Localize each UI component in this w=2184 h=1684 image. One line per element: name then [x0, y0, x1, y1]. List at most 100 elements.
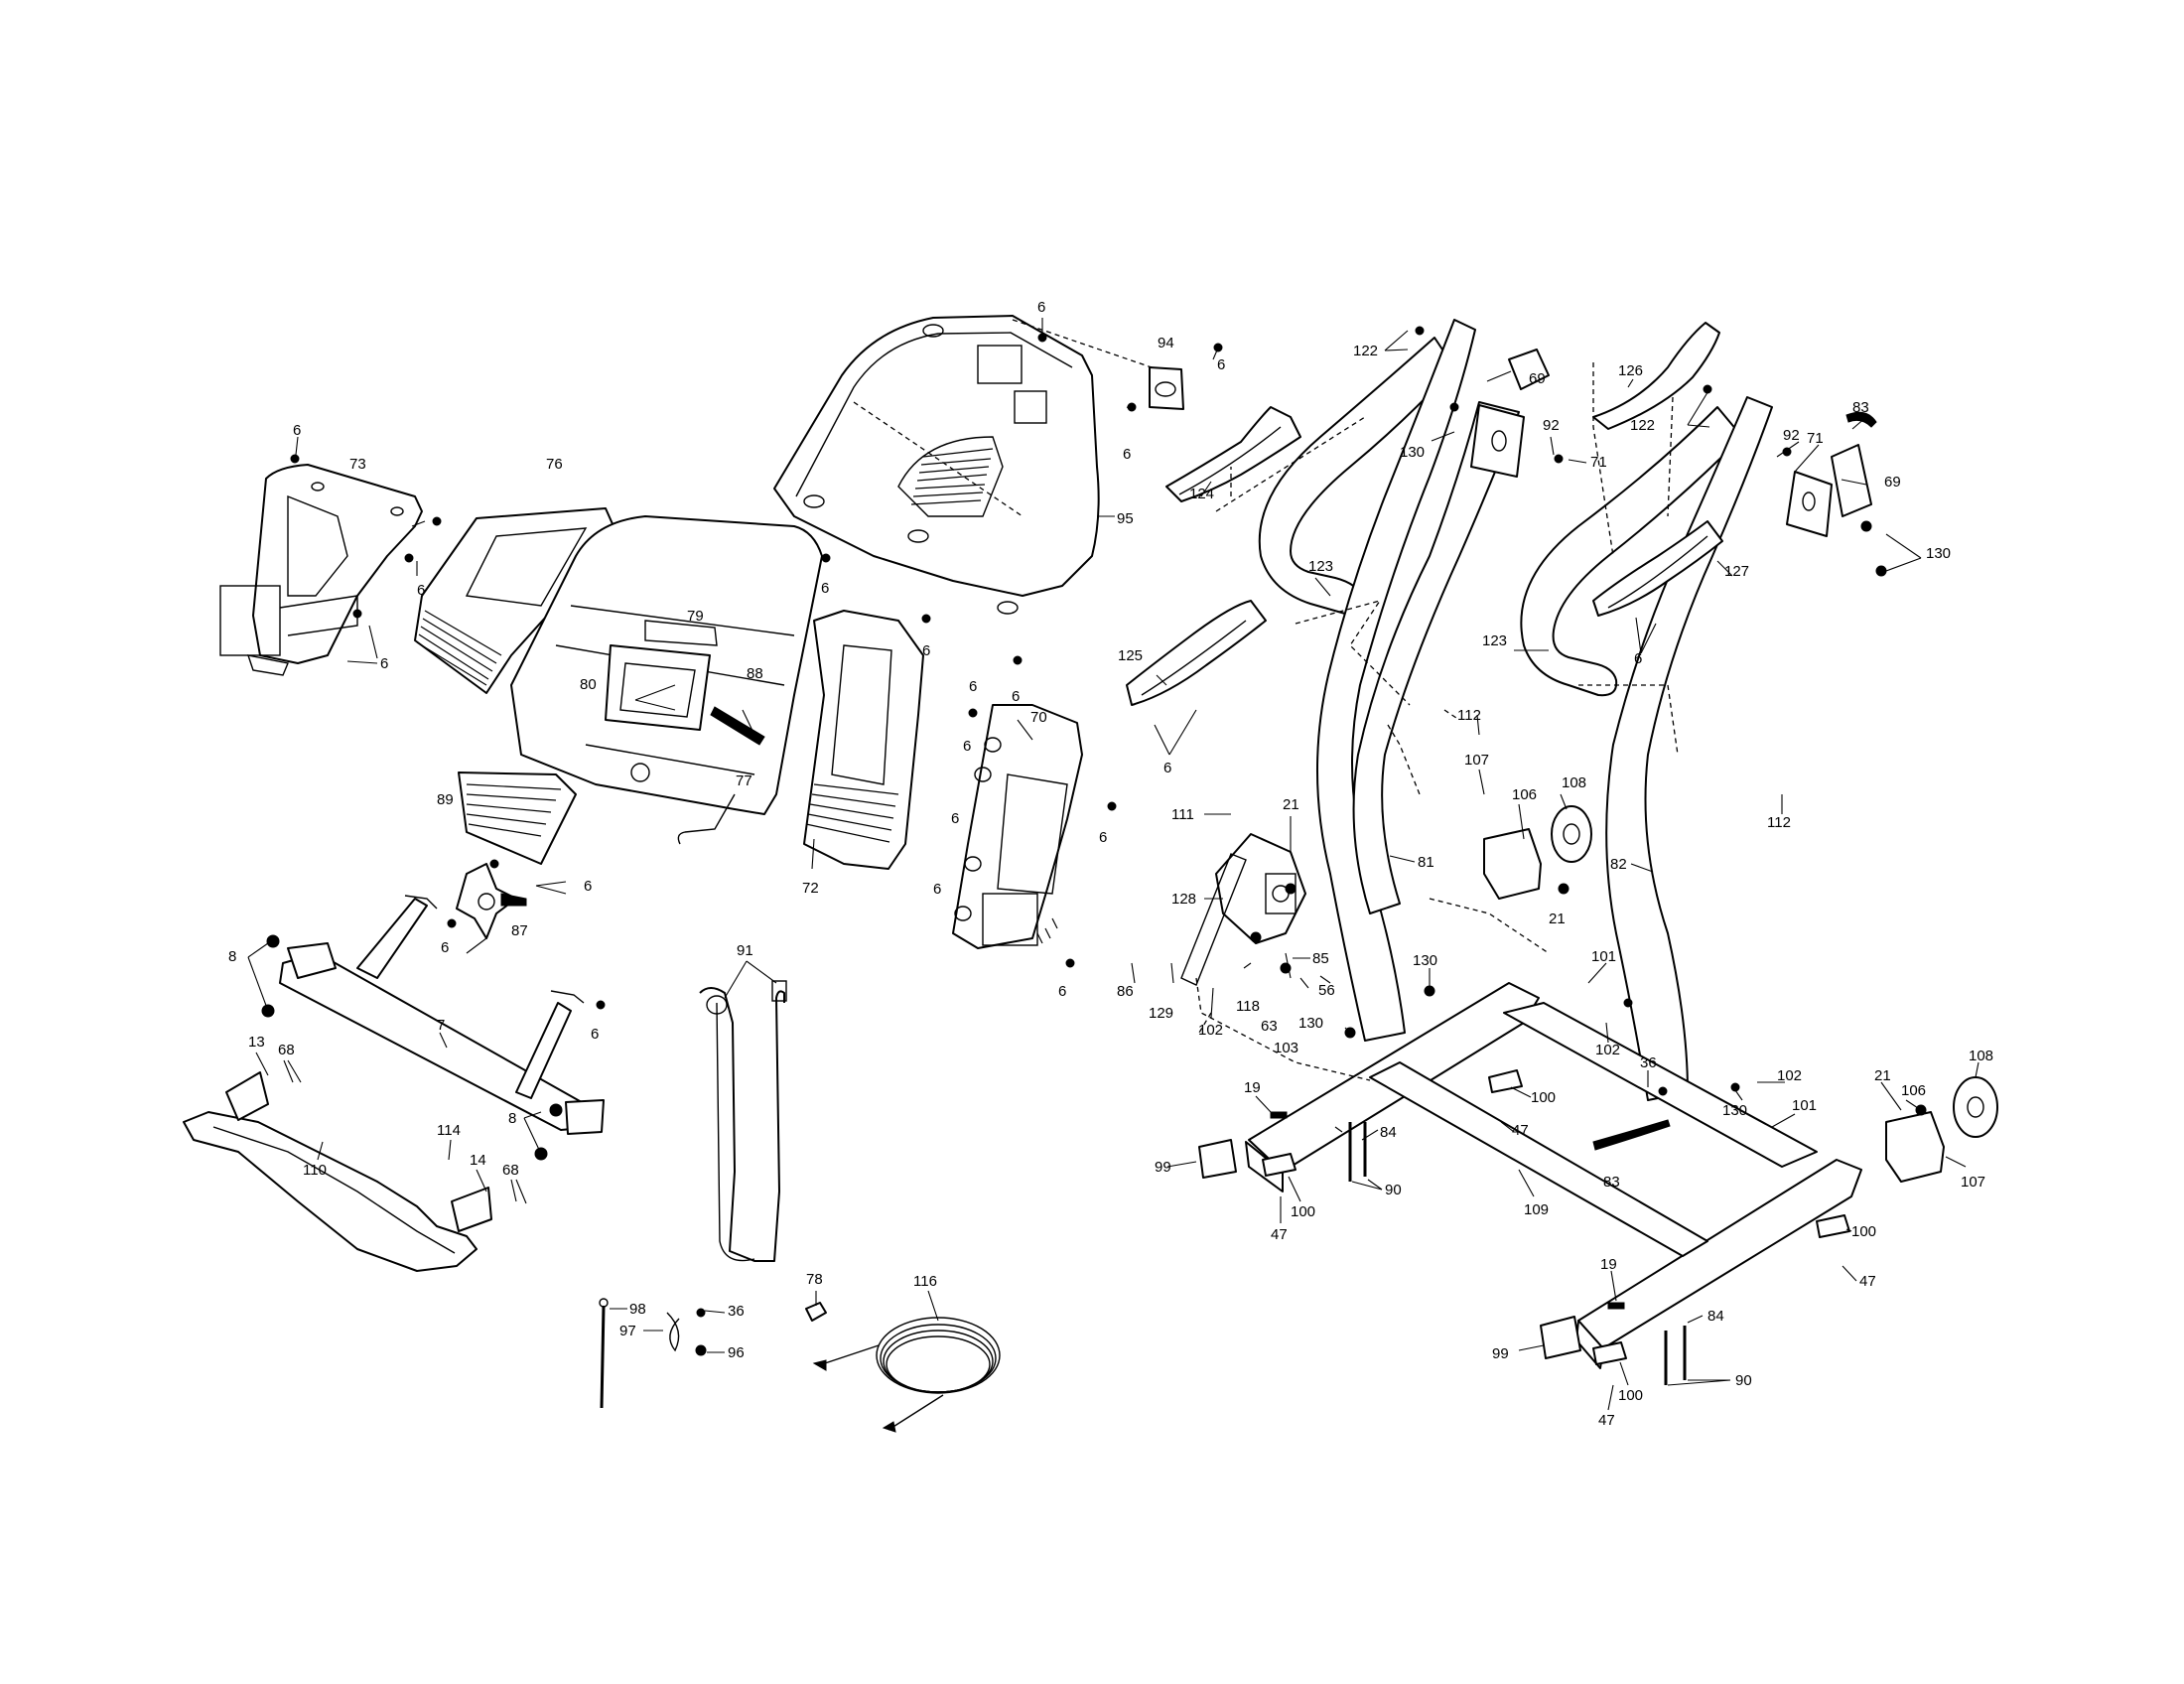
callout-102: 102 — [1595, 1042, 1620, 1058]
wheel-bracket-106-left — [1483, 828, 1542, 900]
callout-130: 130 — [1298, 1015, 1323, 1032]
callout-85: 85 — [1312, 950, 1329, 967]
callout-82: 82 — [1610, 856, 1627, 873]
base-crossmember-110 — [183, 1071, 492, 1272]
belt-91 — [699, 980, 787, 1262]
left-side-panel-76 — [414, 507, 614, 694]
callout-21: 21 — [1283, 796, 1299, 813]
bracket-69-right — [1831, 411, 1877, 517]
callout-114: 114 — [437, 1122, 461, 1139]
callout-128: 128 — [1171, 891, 1196, 908]
callout-68: 68 — [278, 1042, 295, 1058]
callout-36: 36 — [728, 1303, 745, 1320]
callout-19: 19 — [1244, 1079, 1261, 1096]
callout-129: 129 — [1149, 1005, 1173, 1022]
callout-118: 118 — [1236, 998, 1260, 1015]
callout-123: 123 — [1308, 558, 1333, 575]
callout-116: 116 — [913, 1273, 937, 1290]
callout-101: 101 — [1591, 948, 1616, 965]
callout-47: 47 — [1512, 1122, 1529, 1139]
callout-92: 92 — [1783, 427, 1800, 444]
callout-14: 14 — [470, 1152, 486, 1169]
callout-6: 6 — [1634, 650, 1642, 667]
callout-98: 98 — [629, 1301, 646, 1318]
callout-21: 21 — [1874, 1067, 1891, 1084]
callout-109: 109 — [1524, 1201, 1549, 1218]
callout-21: 21 — [1549, 911, 1566, 927]
grille-89 — [458, 772, 577, 865]
wheel-108-right — [1953, 1076, 1998, 1138]
plate-71-left — [1470, 404, 1525, 478]
plate-94 — [1149, 366, 1184, 410]
handgrip-125 — [1126, 600, 1267, 706]
callout-6: 6 — [933, 881, 941, 898]
callout-47: 47 — [1271, 1226, 1288, 1243]
callout-71: 71 — [1807, 430, 1824, 447]
callout-13: 13 — [248, 1034, 265, 1051]
right-upright-cover-70 — [952, 704, 1083, 949]
assembly-dashed-lines — [1195, 362, 1679, 1081]
callout-126: 126 — [1618, 362, 1643, 379]
callout-124: 124 — [1189, 486, 1214, 502]
handrail-123-right — [1520, 406, 1743, 697]
callout-125: 125 — [1118, 647, 1143, 664]
callout-6: 6 — [441, 939, 449, 956]
callout-111: 111 — [1171, 806, 1194, 823]
callout-90: 90 — [1385, 1182, 1402, 1198]
part-callouts: 6 94 6 6 95 6 73 76 6 6 79 80 88 77 6 6 … — [228, 299, 1993, 1429]
callout-100: 100 — [1851, 1223, 1876, 1240]
callout-130: 130 — [1926, 545, 1951, 562]
callout-6: 6 — [591, 1026, 599, 1043]
end-cap-99-right — [1540, 1316, 1581, 1359]
callout-92: 92 — [1543, 417, 1560, 434]
right-side-panel-72 — [803, 610, 924, 870]
foot-100-group — [1262, 1069, 1850, 1365]
callout-6: 6 — [1037, 299, 1045, 316]
callout-88: 88 — [747, 665, 763, 682]
callout-100: 100 — [1531, 1089, 1556, 1106]
callout-6: 6 — [1217, 356, 1225, 373]
wheel-108-left — [1551, 805, 1592, 863]
bracket-assembly-128 — [1180, 833, 1306, 986]
callout-36: 36 — [1640, 1054, 1657, 1071]
base-frame-19-109 — [1245, 982, 1862, 1369]
callout-8: 8 — [508, 1110, 516, 1127]
callout-6: 6 — [1012, 688, 1020, 705]
rod-98 — [599, 1298, 609, 1409]
callout-68: 68 — [502, 1162, 519, 1179]
callout-122: 122 — [1353, 343, 1378, 359]
console-top-cover-95 — [773, 315, 1153, 615]
callout-83: 83 — [1852, 399, 1869, 416]
callout-80: 80 — [580, 676, 597, 693]
callout-91: 91 — [737, 942, 753, 959]
callout-90: 90 — [1735, 1372, 1752, 1389]
upright-82-right — [1605, 396, 1773, 1101]
callout-70: 70 — [1030, 709, 1047, 726]
bolts-90 — [1348, 1122, 1687, 1385]
callout-6: 6 — [963, 738, 971, 755]
callout-84: 84 — [1707, 1308, 1724, 1325]
callout-71: 71 — [1590, 454, 1607, 471]
callout-102: 102 — [1777, 1067, 1802, 1084]
callout-110: 110 — [303, 1162, 327, 1179]
callout-72: 72 — [802, 880, 819, 897]
callout-108: 108 — [1969, 1048, 1993, 1064]
callout-6: 6 — [417, 582, 425, 599]
callout-73: 73 — [349, 456, 366, 473]
callout-6: 6 — [1123, 446, 1131, 463]
callout-69: 69 — [1884, 474, 1901, 491]
callout-19: 19 — [1600, 1256, 1617, 1273]
clip-78 — [805, 1302, 827, 1322]
callout-106: 106 — [1901, 1082, 1926, 1099]
coiled-wire-116 — [812, 1317, 1001, 1433]
callout-130: 130 — [1722, 1102, 1747, 1119]
callout-100: 100 — [1618, 1387, 1643, 1404]
callout-130: 130 — [1400, 444, 1425, 461]
callout-6: 6 — [821, 580, 829, 597]
wheel-bracket-106-right — [1885, 1111, 1945, 1183]
cap-124 — [1165, 406, 1301, 502]
callout-94: 94 — [1158, 335, 1174, 351]
callout-89: 89 — [437, 791, 454, 808]
callout-6: 6 — [969, 678, 977, 695]
